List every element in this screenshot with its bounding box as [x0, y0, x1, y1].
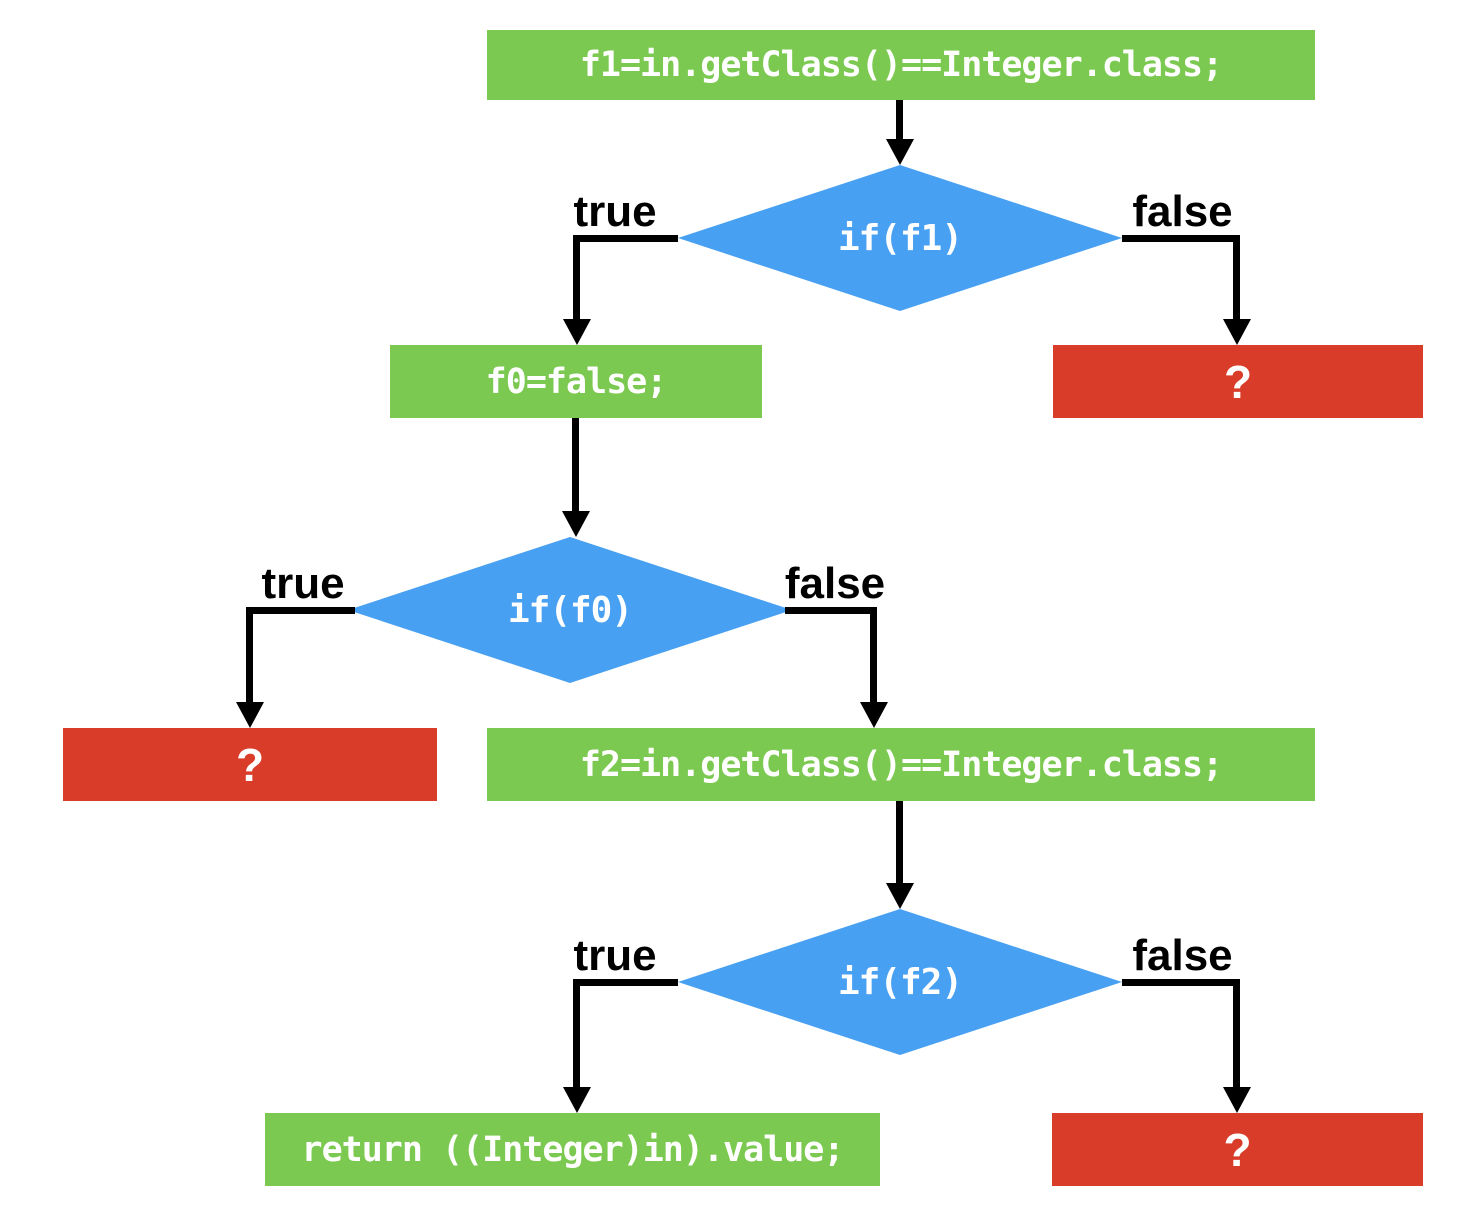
connector-iff1-false-v	[1233, 235, 1240, 321]
arrowhead-f2-to-iff2	[886, 883, 914, 909]
connector-iff0-true-v	[246, 607, 253, 704]
connector-iff1-true-h	[577, 235, 678, 242]
connector-f1-to-iff1	[896, 100, 903, 142]
process-node-return-value: return ((Integer)in).value;	[265, 1113, 880, 1186]
connector-iff2-true-v	[573, 979, 580, 1089]
arrowhead-iff2-true	[563, 1087, 591, 1113]
branch-label-if-f2-true: true	[573, 931, 657, 980]
branch-label-if-f1-false: false	[1132, 187, 1233, 236]
unknown-node-if-f0-true: ?	[63, 728, 437, 801]
branch-label-if-f2-false: false	[1132, 931, 1233, 980]
arrowhead-iff0-true	[236, 702, 264, 728]
arrowhead-iff2-false	[1223, 1087, 1251, 1113]
connector-iff0-true-h	[250, 607, 355, 614]
arrowhead-iff0-false	[860, 702, 888, 728]
arrowhead-iff1-false	[1223, 319, 1251, 345]
arrowhead-iff1-true	[563, 319, 591, 345]
connector-iff2-false-h	[1122, 979, 1240, 986]
decision-node-if-f1: if(f1)	[678, 165, 1122, 311]
connector-iff2-false-v	[1233, 979, 1240, 1089]
process-node-f2-assign: f2=in.getClass()==Integer.class;	[487, 728, 1315, 801]
connector-iff0-false-v	[870, 607, 877, 704]
connector-iff0-false-h	[785, 607, 877, 614]
decision-node-if-f2: if(f2)	[678, 909, 1122, 1055]
connector-f2-to-iff2	[896, 801, 903, 885]
process-node-f1-assign: f1=in.getClass()==Integer.class;	[487, 30, 1315, 100]
decision-node-if-f0: if(f0)	[348, 537, 792, 683]
connector-f0-to-iff0	[572, 418, 579, 513]
unknown-node-if-f1-false: ?	[1053, 345, 1423, 418]
arrowhead-f0-to-iff0	[562, 511, 590, 537]
connector-iff2-true-h	[577, 979, 678, 986]
branch-label-if-f0-false: false	[784, 559, 886, 608]
unknown-node-if-f2-false: ?	[1052, 1113, 1423, 1186]
connector-iff1-true-v	[573, 235, 580, 321]
branch-label-if-f0-true: true	[261, 559, 345, 608]
process-node-f0-assign: f0=false;	[390, 345, 762, 418]
arrowhead-f1-to-iff1	[886, 139, 914, 165]
branch-label-if-f1-true: true	[573, 187, 657, 236]
connector-iff1-false-h	[1122, 235, 1240, 242]
